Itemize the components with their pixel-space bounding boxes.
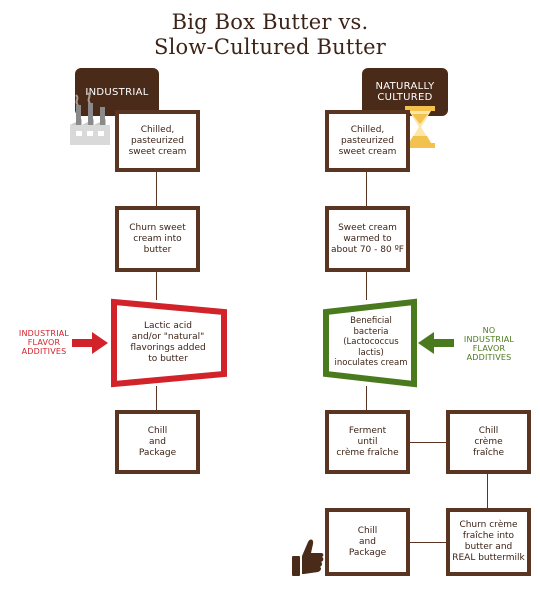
cultured-bacteria-step-shape (323, 298, 417, 388)
cultured-additives-label-text: NO INDUSTRIAL FLAVOR ADDITIVES (463, 326, 515, 362)
right-arrow-icon (72, 332, 108, 354)
cultured-connector-4 (410, 442, 446, 443)
cultured-step-7: Chill and Package (325, 508, 410, 576)
industrial-connector-3 (156, 386, 157, 410)
industrial-flavor-step-shape (111, 298, 227, 388)
cultured-connector-6 (410, 542, 446, 543)
industrial-step-4: Chill and Package (115, 410, 200, 474)
cultured-tag-label: NATURALLY CULTURED (375, 81, 435, 103)
title-line-1: Big Box Butter vs. (171, 10, 369, 34)
industrial-connector-2 (156, 272, 157, 300)
industrial-additives-label: INDUSTRIAL FLAVOR ADDITIVES (10, 329, 78, 356)
cultured-connector-5 (487, 474, 488, 508)
cultured-step-2-text: Sweet cream warmed to about 70 - 80 ºF (331, 222, 404, 255)
cultured-connector-3 (366, 386, 367, 410)
left-arrow-icon (418, 332, 454, 354)
industrial-step-2-text: Churn sweet cream into butter (129, 222, 186, 255)
cultured-additives-label: NO INDUSTRIAL FLAVOR ADDITIVES (456, 326, 522, 362)
cultured-step-1: Chilled, pasteurized sweet cream (325, 110, 410, 172)
industrial-step-4-text: Chill and Package (138, 425, 177, 458)
cultured-step-1-text: Chilled, pasteurized sweet cream (338, 124, 397, 157)
cultured-step-7-text: Chill and Package (348, 525, 387, 558)
cultured-connector-2 (366, 272, 367, 300)
industrial-step-2: Churn sweet cream into butter (115, 206, 200, 272)
cultured-step-2: Sweet cream warmed to about 70 - 80 ºF (325, 206, 410, 272)
cultured-step-5: Chill crème fraîche (446, 410, 531, 474)
industrial-tag-label: INDUSTRIAL (85, 86, 149, 98)
industrial-connector-1 (156, 172, 157, 206)
industrial-step-3: Lactic acid and/or "natural" flavorings … (130, 320, 206, 364)
industrial-step-1: Chilled, pasteurized sweet cream (115, 110, 200, 172)
hourglass-icon (405, 106, 435, 148)
cultured-step-6: Churn crème fraîche into butter and REAL… (446, 508, 531, 576)
cultured-step-4: Ferment until crème fraîche (325, 410, 410, 474)
thumbs-up-icon (292, 539, 324, 576)
cultured-step-4-text: Ferment until crème fraîche (336, 425, 399, 458)
cultured-step-5-text: Chill crème fraîche (472, 425, 505, 458)
cultured-step-6-text: Churn crème fraîche into butter and REAL… (452, 520, 525, 563)
cultured-step-3: Beneficial bacteria (Lactococcus lactis)… (334, 316, 408, 369)
industrial-step-1-text: Chilled, pasteurized sweet cream (128, 124, 187, 157)
factory-icon (70, 92, 110, 145)
industrial-additives-label-text: INDUSTRIAL FLAVOR ADDITIVES (18, 329, 70, 356)
cultured-connector-1 (366, 172, 367, 206)
title-line-2: Slow-Cultured Butter (154, 35, 386, 59)
